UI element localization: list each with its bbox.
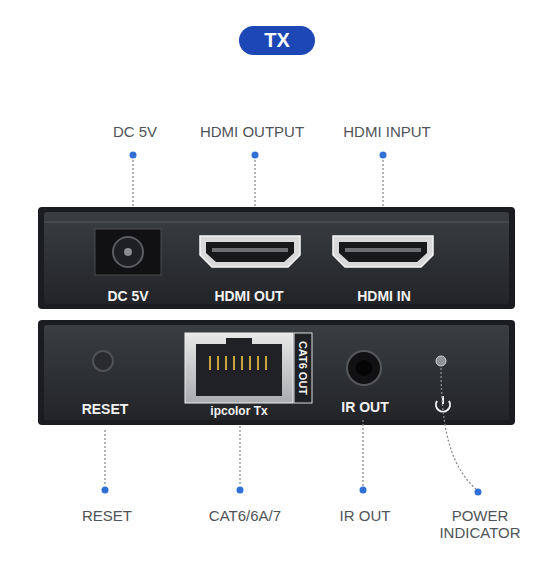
- callout-label: IR OUT: [340, 507, 391, 524]
- port-label: HDMI IN: [357, 288, 411, 304]
- brand-label: ipcolor Tx: [210, 405, 267, 419]
- port-label: DC 5V: [107, 288, 148, 304]
- port-label: IR OUT: [341, 399, 388, 415]
- title-pill: TX: [239, 26, 315, 55]
- callout-label: HDMI INPUT: [343, 123, 431, 140]
- title: TX: [264, 29, 290, 52]
- port-label: RESET: [82, 401, 129, 417]
- callout-label: HDMI OUTPUT: [200, 123, 304, 140]
- port-label: HDMI OUT: [214, 288, 283, 304]
- leader-lines: [105, 368, 476, 489]
- callout-label: DC 5V: [113, 123, 157, 140]
- front-panel: [38, 207, 515, 309]
- port-label: CAT6 OUT: [297, 341, 310, 395]
- callout-label: POWER INDICATOR: [425, 507, 535, 542]
- callout-label: RESET: [82, 507, 132, 524]
- callout-label: CAT6/6A/7: [209, 507, 281, 524]
